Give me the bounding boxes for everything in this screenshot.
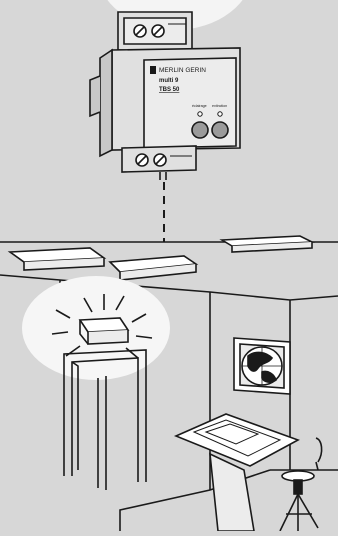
device-series: multi 9 xyxy=(159,78,179,84)
eclairage-button xyxy=(192,122,208,138)
device-brand: MERLIN GERIN xyxy=(159,67,206,74)
indicator-led-icon xyxy=(198,112,202,116)
extinction-label: extinction xyxy=(212,104,227,108)
indicator-led-icon xyxy=(218,112,222,116)
eclairage-label: éclairage xyxy=(192,104,207,108)
emergency-light-icon xyxy=(80,318,128,332)
device-model: TBS 50 xyxy=(159,87,180,93)
extinction-button xyxy=(212,122,228,138)
brand-logo-icon xyxy=(150,66,156,74)
framed-world-map xyxy=(234,338,290,394)
